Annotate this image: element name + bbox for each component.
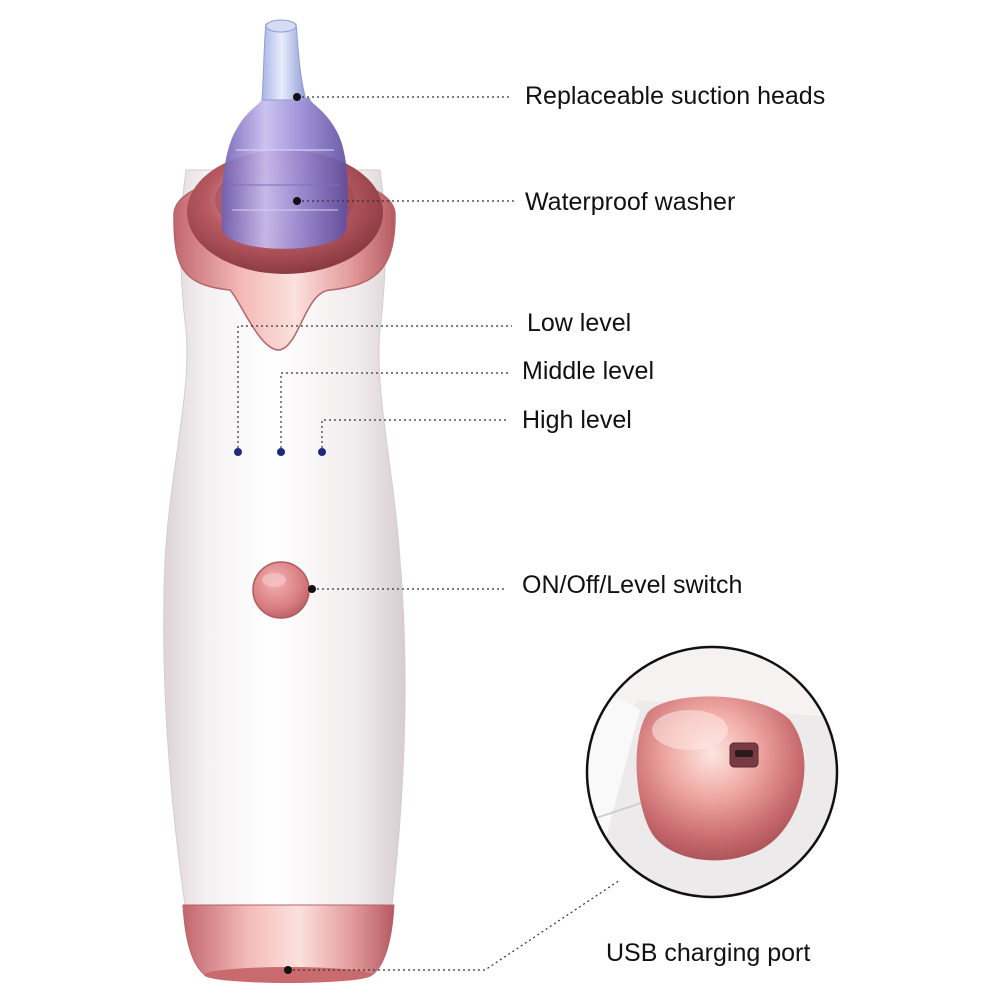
power-button [252,561,310,619]
suction-tip [261,23,307,101]
leader-dots [284,93,316,974]
label-low-level: Low level [527,309,632,337]
led-high-icon [318,448,326,456]
label-usb-port: USB charging port [606,939,811,967]
led-low-icon [234,448,242,456]
label-switch: ON/Off/Level switch [522,571,743,599]
usb-inset [585,645,839,899]
device [163,19,406,983]
device-base [182,904,395,976]
usb-port-icon [729,742,759,768]
suction-head [221,98,348,249]
label-suction-heads: Replaceable suction heads [525,82,826,110]
label-high-level: High level [522,406,632,434]
label-waterproof-washer: Waterproof washer [525,188,736,216]
leader-lines [237,96,621,971]
label-middle-level: Middle level [522,357,655,385]
led-middle-icon [277,448,285,456]
